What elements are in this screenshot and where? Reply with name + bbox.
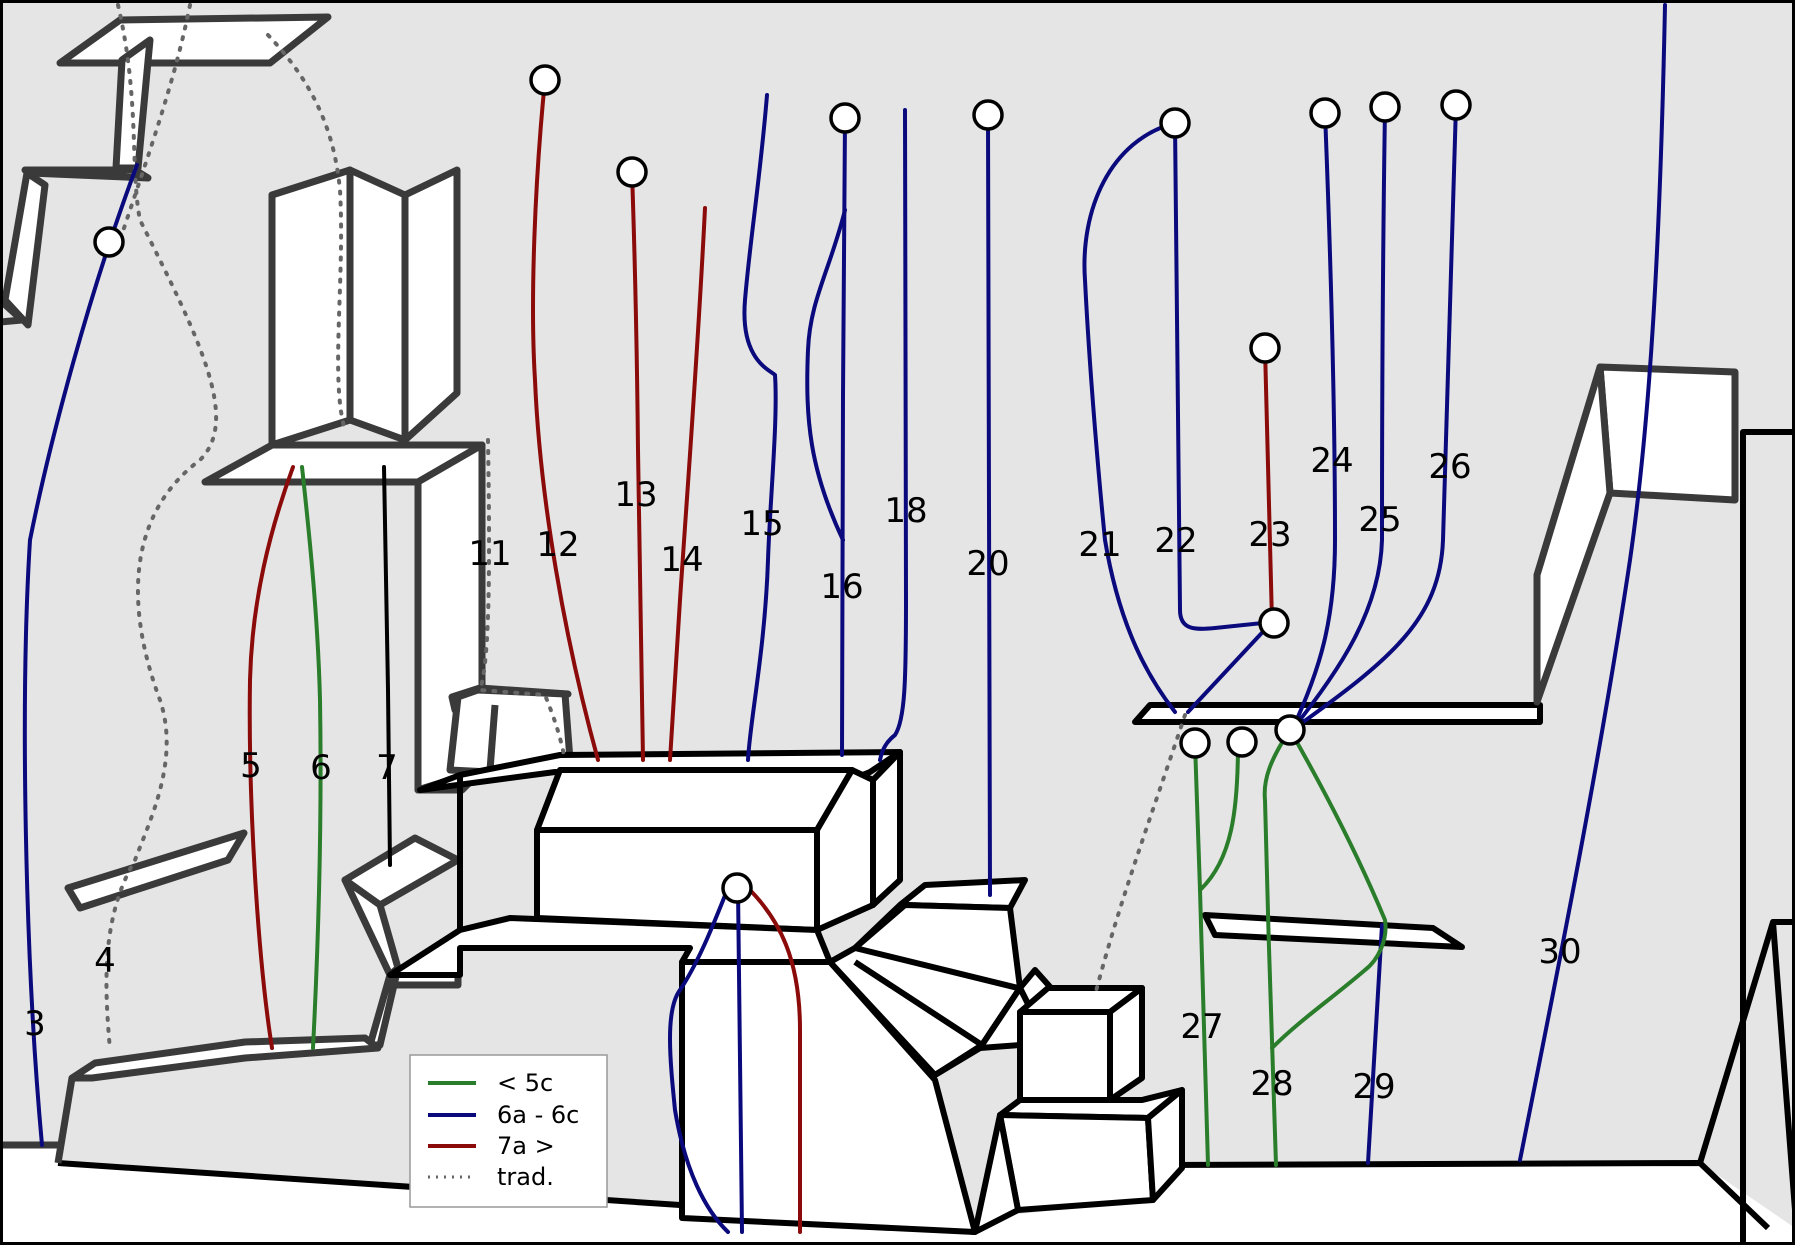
legend-label-easy: < 5c bbox=[497, 1069, 553, 1097]
floor bbox=[0, 1145, 1795, 1245]
legend-label-hard: 7a > bbox=[497, 1132, 555, 1160]
route-21-line bbox=[1082, 121, 1177, 714]
route-label-22: 22 bbox=[1154, 521, 1197, 561]
route-26-line bbox=[1290, 103, 1458, 732]
anchor bbox=[93, 226, 125, 258]
stepped-box bbox=[972, 985, 1185, 1235]
route-5-line bbox=[247, 465, 295, 1050]
legend-label-mid: 6a - 6c bbox=[497, 1101, 579, 1129]
route-label-21: 21 bbox=[1078, 525, 1121, 565]
route-4-line bbox=[104, 3, 219, 1052]
anchor bbox=[1159, 107, 1191, 139]
route-label-18: 18 bbox=[884, 491, 927, 531]
anchor bbox=[972, 99, 1004, 131]
route-label-7: 7 bbox=[376, 748, 398, 788]
route-label-6: 6 bbox=[310, 748, 332, 788]
route-label-30: 30 bbox=[1538, 932, 1581, 972]
legend-box bbox=[409, 1054, 608, 1208]
route-label-4: 4 bbox=[94, 941, 116, 981]
route-label-29: 29 bbox=[1352, 1067, 1395, 1107]
anchor bbox=[721, 872, 753, 904]
route-30-line bbox=[1518, 3, 1667, 1162]
anchor bbox=[1249, 332, 1281, 364]
route-label-11: 11 bbox=[468, 534, 511, 574]
tall-left-volume bbox=[268, 166, 461, 449]
route-20-line bbox=[986, 116, 992, 897]
route-24-line bbox=[1290, 111, 1338, 732]
route-center-b-line bbox=[736, 886, 744, 1234]
route-13-line bbox=[630, 170, 645, 762]
route-3-line bbox=[22, 163, 139, 1147]
route-28-line bbox=[1262, 728, 1292, 1167]
anchor bbox=[1309, 97, 1341, 129]
route-23-line bbox=[1263, 346, 1274, 624]
anchor bbox=[616, 156, 648, 188]
route-22-line bbox=[1173, 121, 1274, 631]
route-7-line bbox=[382, 465, 392, 867]
route-trad-right-line bbox=[1093, 713, 1187, 997]
route-14-line bbox=[668, 206, 707, 762]
legend-label-trad: trad. bbox=[497, 1163, 554, 1191]
route-2-line bbox=[266, 33, 347, 432]
route-label-3: 3 bbox=[24, 1004, 46, 1044]
route-label-27: 27 bbox=[1180, 1007, 1223, 1047]
route-22b-line bbox=[1186, 620, 1274, 714]
route-11-line bbox=[477, 438, 567, 762]
route-label-13: 13 bbox=[614, 475, 657, 515]
anchor bbox=[529, 64, 561, 96]
route-label-26: 26 bbox=[1428, 447, 1471, 487]
left-base-ledge bbox=[54, 1034, 382, 1164]
right-ledge bbox=[1132, 702, 1543, 725]
route-15-line bbox=[742, 93, 778, 762]
route-29-line bbox=[1366, 923, 1384, 1165]
route-label-23: 23 bbox=[1248, 515, 1291, 555]
anchor bbox=[1274, 714, 1306, 746]
small-left-blocks bbox=[64, 684, 574, 1049]
route-label-24: 24 bbox=[1310, 441, 1353, 481]
route-label-20: 20 bbox=[966, 544, 1009, 584]
right-wall-panel bbox=[1533, 363, 1739, 706]
route-label-16: 16 bbox=[820, 567, 863, 607]
anchor bbox=[1226, 726, 1258, 758]
route-label-5: 5 bbox=[240, 746, 262, 786]
route-18-line bbox=[878, 108, 909, 762]
anchor bbox=[1179, 727, 1211, 759]
route-labels: 3 4 5 6 7 11 12 13 14 15 16 18 20 21 22 … bbox=[24, 441, 1581, 1107]
route-6-line bbox=[300, 465, 323, 1050]
route-label-14: 14 bbox=[660, 540, 703, 580]
route-16b-line bbox=[805, 208, 847, 542]
anchor bbox=[1440, 89, 1472, 121]
route-label-28: 28 bbox=[1250, 1064, 1293, 1104]
anchor bbox=[829, 102, 861, 134]
routes-layer bbox=[22, 3, 1667, 1234]
center-lower-step bbox=[387, 915, 978, 1235]
route-25-line bbox=[1290, 106, 1387, 732]
route-label-15: 15 bbox=[740, 504, 783, 544]
route-label-12: 12 bbox=[536, 525, 579, 565]
route-center-a-line bbox=[668, 886, 730, 1234]
route-28b-line bbox=[1270, 728, 1388, 1050]
route-label-25: 25 bbox=[1358, 500, 1401, 540]
center-main-box bbox=[417, 749, 903, 933]
route-12-line bbox=[531, 78, 600, 762]
anchor bbox=[1369, 91, 1401, 123]
right-edge-structure bbox=[1697, 429, 1795, 1245]
legend: < 5c 6a - 6c 7a > trad. bbox=[409, 1054, 608, 1208]
anchors bbox=[93, 64, 1472, 904]
route-27b-line bbox=[1198, 741, 1240, 892]
route-center-c-line bbox=[746, 886, 802, 1234]
anchor bbox=[1258, 607, 1290, 639]
route-1-line bbox=[118, 3, 192, 242]
